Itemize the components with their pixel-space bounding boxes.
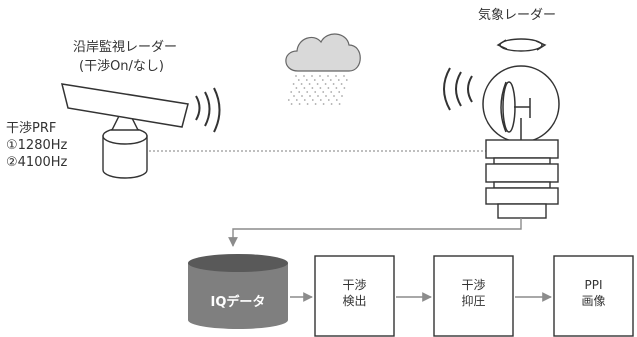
rain-drop <box>345 79 348 81</box>
rain-drop <box>311 99 314 101</box>
rain-drop <box>322 91 325 93</box>
rain-drop <box>309 95 311 97</box>
cloud-icon <box>285 33 361 72</box>
rain-drop <box>332 83 335 85</box>
coastal-radar-title: 沿岸監視レーダー <box>73 40 178 55</box>
rain-drop <box>327 75 329 77</box>
ppi-image-line-2: 画像 <box>581 294 606 309</box>
rain-drop <box>311 75 313 77</box>
interference-detection-line-2: 検出 <box>342 294 367 309</box>
interference-suppression-label: 干渉 抑圧 <box>434 277 513 309</box>
rain-icon <box>287 75 348 105</box>
rain-drop <box>319 75 321 77</box>
rain-drop <box>327 87 330 89</box>
iq-data-storage <box>188 254 288 329</box>
rain-drop <box>290 103 293 105</box>
rain-drop <box>290 91 293 93</box>
rain-drop <box>338 91 341 93</box>
rain-drop <box>314 103 317 105</box>
rain-drop <box>313 79 316 81</box>
rain-drop <box>305 79 308 81</box>
rain-drop <box>303 87 306 89</box>
weather-radar-title: 気象レーダー <box>478 8 557 23</box>
rain-drop <box>322 103 325 105</box>
rain-drop <box>303 99 306 101</box>
signal-waves-icon <box>195 87 221 133</box>
rain-drop <box>316 83 319 85</box>
rain-drop <box>300 83 303 85</box>
rain-drop <box>325 95 327 97</box>
rain-drop <box>343 75 345 77</box>
weather-radar-signal-waves-icon <box>443 67 473 111</box>
rain-drop <box>335 99 338 101</box>
rain-drop <box>321 79 324 81</box>
rain-drop <box>324 83 327 85</box>
rain-drop <box>340 83 343 85</box>
weather-radar <box>443 38 560 219</box>
rain-drop <box>298 91 301 93</box>
rotation-arrow-icon <box>496 38 547 52</box>
ppi-image-line-1: PPI <box>584 278 603 292</box>
rain-drop <box>301 95 303 97</box>
interference-detection-line-1: 干渉 <box>342 278 367 292</box>
rain-drop <box>295 75 297 77</box>
rain-drop <box>343 87 346 89</box>
rain-drop <box>335 75 337 77</box>
interference-suppression-line-2: 抑圧 <box>461 294 486 309</box>
rain-drop <box>295 99 298 101</box>
coastal-radar-base <box>102 127 148 179</box>
rain-drop <box>292 83 295 85</box>
interference-prf-label: 干渉PRF <box>6 121 57 136</box>
rain-drop <box>293 95 295 97</box>
coastal-radar <box>60 83 221 179</box>
rain-drop <box>330 103 333 105</box>
rain-drop <box>338 103 341 105</box>
radar-to-iq-connector <box>228 218 522 247</box>
coastal-radar-subtitle: (干渉On/なし) <box>79 59 164 74</box>
interference-detection-box <box>314 255 395 337</box>
interference-detection-label: 干渉 検出 <box>315 277 394 309</box>
weather-radar-pedestal <box>485 139 559 219</box>
rain-drop <box>317 95 319 97</box>
rain-drop <box>287 99 290 101</box>
interference-prf-value-1: ①1280Hz <box>6 138 68 153</box>
interference-suppression-box <box>433 255 514 337</box>
weather-radar-dish <box>500 81 531 141</box>
rain-drop <box>335 87 338 89</box>
rain-drop <box>319 87 322 89</box>
rain-drop <box>303 75 305 77</box>
rain-drop <box>314 91 317 93</box>
rain-drop <box>337 79 340 81</box>
rain-drop <box>298 103 301 105</box>
rain-drop <box>319 99 322 101</box>
rain-drop <box>297 79 300 81</box>
interference-suppression-line-1: 干渉 <box>461 278 486 292</box>
rain-drop <box>311 87 314 89</box>
rain-drop <box>330 91 333 93</box>
rain-drop <box>329 79 332 81</box>
ppi-image-label: PPI 画像 <box>554 277 633 309</box>
rain-drop <box>295 87 298 89</box>
rain-drop <box>306 103 309 105</box>
iq-data-label: IQデータ <box>210 295 266 310</box>
coastal-radar-antenna <box>60 83 189 128</box>
rain-drop <box>341 95 343 97</box>
ppi-image-box <box>553 255 634 337</box>
rain-drop <box>333 95 335 97</box>
interference-prf-value-2: ②4100Hz <box>6 155 68 170</box>
rain-drop <box>308 83 311 85</box>
rain-drop <box>327 99 330 101</box>
rain-drop <box>306 91 309 93</box>
